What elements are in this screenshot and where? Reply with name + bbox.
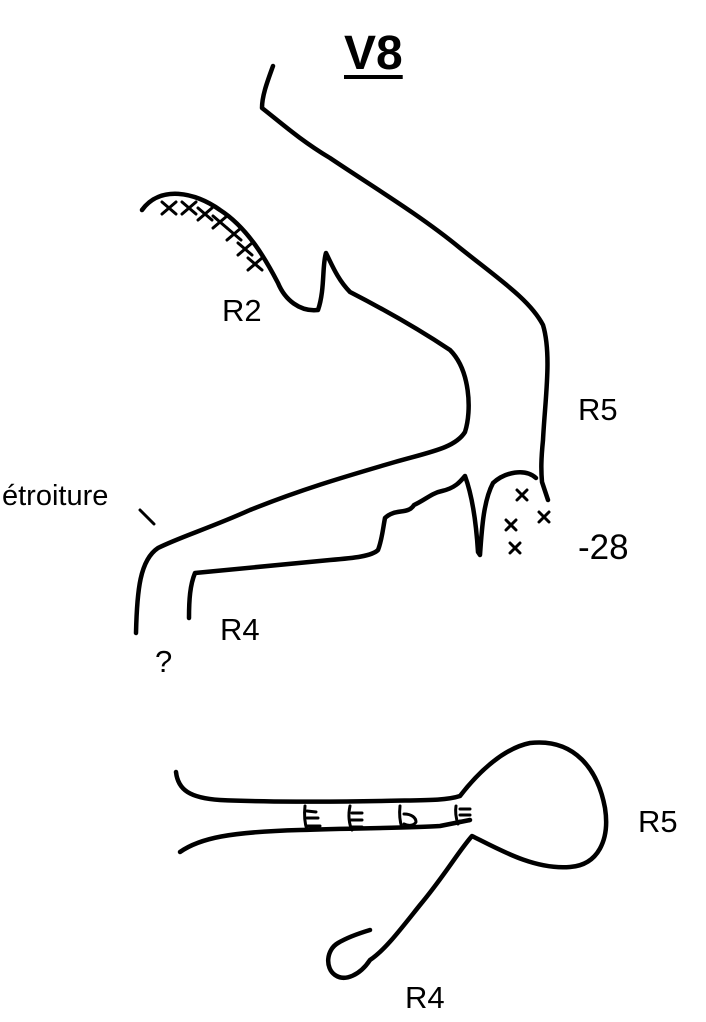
- label-etroiture: étroiture: [2, 480, 109, 512]
- r2-upper-wall: [133, 191, 471, 636]
- label-depth: -28: [578, 528, 629, 567]
- plan-view: [133, 63, 551, 636]
- label-r4-plan: R4: [220, 612, 260, 647]
- label-r4-profile: R4: [405, 980, 445, 1015]
- etroiture-pointer: [138, 508, 156, 526]
- r4-lower-wall: [186, 470, 539, 621]
- profile-lower-wall: [177, 817, 473, 855]
- label-r5-plan: R5: [578, 392, 618, 427]
- label-r5-profile: R5: [638, 804, 678, 839]
- depth-crosses: [504, 488, 551, 555]
- profile-view: [173, 740, 609, 980]
- page-title: V8: [344, 27, 403, 80]
- r2-crosses: [160, 200, 264, 272]
- profile-upper-wall: [173, 740, 609, 980]
- label-question-mark: ?: [155, 644, 173, 679]
- passage-markings: [303, 804, 472, 832]
- label-r2: R2: [222, 293, 262, 328]
- outer-right-wall: [259, 63, 551, 503]
